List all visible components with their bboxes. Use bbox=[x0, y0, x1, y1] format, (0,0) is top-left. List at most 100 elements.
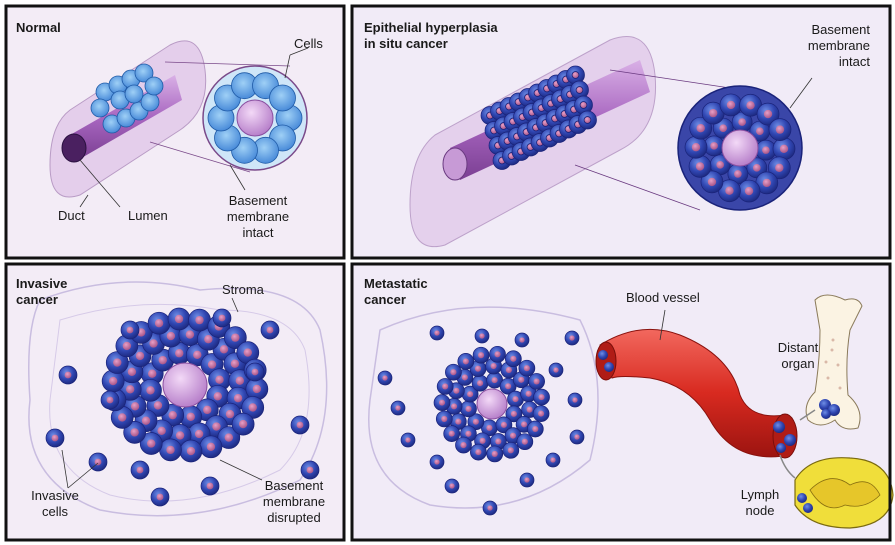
cell-nucleus bbox=[244, 348, 252, 356]
cell-nucleus bbox=[434, 330, 439, 335]
cell-nucleus bbox=[473, 419, 479, 425]
cell-nucleus bbox=[518, 377, 524, 383]
cell-nucleus bbox=[479, 333, 484, 338]
cell-nucleus bbox=[148, 370, 156, 378]
cell-nucleus bbox=[127, 327, 134, 334]
cell-nucleus bbox=[450, 369, 456, 375]
cell-nucleus bbox=[113, 358, 121, 366]
cell-nucleus bbox=[441, 416, 447, 422]
cell-nucleus bbox=[195, 430, 203, 438]
cell-nucleus bbox=[538, 394, 544, 400]
cell-nucleus bbox=[460, 442, 466, 448]
cell-nucleus bbox=[708, 178, 716, 186]
lumen-label: Lumen bbox=[128, 208, 168, 223]
cell-nucleus bbox=[756, 127, 764, 135]
cell-nucleus bbox=[253, 385, 261, 393]
cell-nucleus bbox=[574, 434, 579, 439]
cell-nucleus bbox=[207, 443, 215, 451]
cell-nucleus bbox=[95, 459, 102, 466]
cell-nucleus bbox=[118, 413, 126, 421]
cell-nucleus bbox=[147, 439, 155, 447]
cell-nucleus bbox=[775, 164, 783, 172]
cell-nucleus bbox=[109, 377, 117, 385]
cell-nucleus bbox=[519, 337, 524, 342]
cell-nucleus bbox=[252, 369, 259, 376]
cell-nucleus bbox=[187, 447, 195, 455]
cell-nucleus bbox=[569, 335, 574, 340]
invasive-cells-label-1: Invasive bbox=[20, 488, 90, 503]
duct-label: Duct bbox=[58, 208, 85, 223]
cell-nucleus bbox=[382, 375, 387, 380]
epithelial-title-1: Epithelial hyperplasia bbox=[364, 20, 498, 35]
cell-nucleus bbox=[225, 433, 233, 441]
invasive-basement-label-3: disrupted bbox=[254, 510, 334, 525]
normal-basement-label-2: membrane bbox=[218, 209, 298, 224]
cell-nucleus bbox=[763, 179, 771, 187]
cell-nucleus bbox=[506, 367, 512, 373]
cell-nucleus bbox=[126, 385, 134, 393]
cell-nucleus bbox=[762, 146, 770, 154]
cell-nucleus bbox=[187, 413, 195, 421]
cell-nucleus bbox=[130, 428, 138, 436]
cell-nucleus bbox=[491, 363, 497, 369]
stroma-label: Stroma bbox=[222, 282, 264, 297]
cell-nucleus bbox=[580, 102, 587, 109]
metastatic-title-2: cancer bbox=[364, 292, 406, 307]
cell-nucleus bbox=[753, 164, 761, 172]
cell-nucleus bbox=[522, 439, 528, 445]
epithelial-basement-label-1: Basement bbox=[780, 22, 870, 37]
cell-nucleus bbox=[442, 383, 448, 389]
cell-nucleus bbox=[52, 435, 59, 442]
cell-nucleus bbox=[137, 467, 144, 474]
cell-nucleus bbox=[465, 431, 471, 437]
epithelial-title-2: in situ cancer bbox=[364, 36, 448, 51]
cell-nucleus bbox=[510, 433, 516, 439]
invasive-title-2: cancer bbox=[16, 292, 58, 307]
cell-nucleus bbox=[477, 380, 483, 386]
cell-nucleus bbox=[532, 426, 538, 432]
cell-nucleus bbox=[505, 383, 511, 389]
cell-nucleus bbox=[453, 388, 459, 394]
cell-nucleus bbox=[405, 437, 410, 442]
cell-nucleus bbox=[487, 505, 492, 510]
cell-nucleus bbox=[131, 402, 139, 410]
cells-label: Cells bbox=[294, 36, 323, 51]
normal-basement-label-3: intact bbox=[218, 225, 298, 240]
cell-nucleus bbox=[176, 431, 184, 439]
cell-nucleus bbox=[136, 352, 144, 360]
blood-vessel-label: Blood vessel bbox=[626, 290, 700, 305]
cell-nucleus bbox=[510, 356, 516, 362]
cell-nucleus bbox=[123, 342, 131, 350]
cell-nucleus bbox=[696, 162, 704, 170]
cell-nucleus bbox=[776, 125, 784, 133]
cell-nucleus bbox=[128, 368, 136, 376]
cell-nucleus bbox=[146, 386, 154, 394]
cell-nucleus bbox=[478, 352, 484, 358]
cell-nucleus bbox=[175, 349, 183, 357]
cell-nucleus bbox=[462, 374, 468, 380]
cell-nucleus bbox=[220, 345, 228, 353]
cell-nucleus bbox=[249, 403, 257, 411]
cell-nucleus bbox=[236, 377, 244, 385]
cell-nucleus bbox=[465, 406, 471, 412]
cell-nucleus bbox=[508, 447, 514, 453]
lymph-node-label-1: Lymph bbox=[730, 487, 790, 502]
cell-nucleus bbox=[449, 483, 454, 488]
cell-nucleus bbox=[534, 378, 540, 384]
cell-nucleus bbox=[501, 422, 507, 428]
cell-nucleus bbox=[231, 360, 239, 368]
cell-nucleus bbox=[463, 358, 469, 364]
cell-nucleus bbox=[511, 411, 517, 417]
cell-nucleus bbox=[480, 438, 486, 444]
cell-nucleus bbox=[297, 422, 304, 429]
distant-organ-label-1: Distant bbox=[768, 340, 828, 355]
cell-nucleus bbox=[215, 376, 223, 384]
cell-nucleus bbox=[204, 335, 212, 343]
cell-nucleus bbox=[780, 145, 788, 153]
cell-nucleus bbox=[512, 396, 518, 402]
cell-nucleus bbox=[451, 403, 457, 409]
cell-nucleus bbox=[697, 124, 705, 132]
cell-nucleus bbox=[521, 421, 527, 427]
